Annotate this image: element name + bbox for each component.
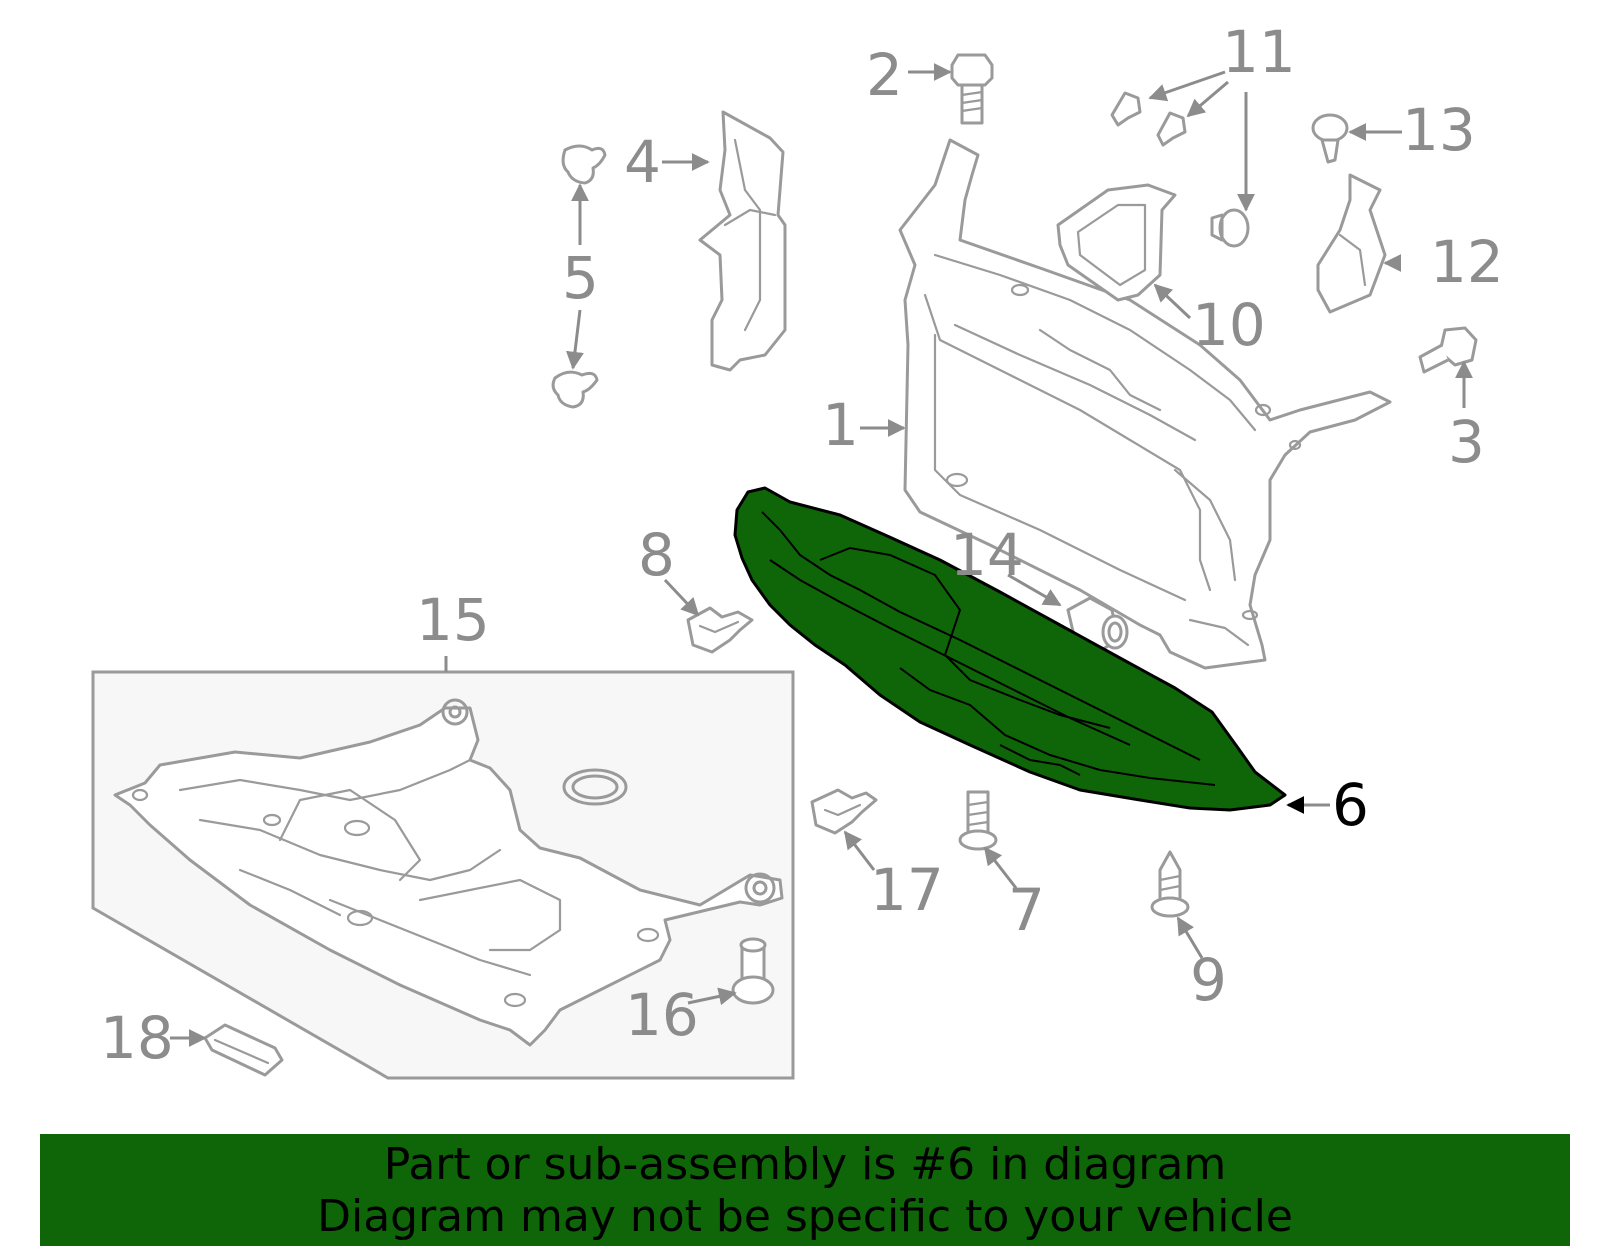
callout-18: 18	[100, 1004, 174, 1072]
part-18-clip	[203, 1023, 284, 1077]
part-7-bolt	[958, 790, 998, 851]
part-16-bolt	[731, 937, 775, 1005]
callout-7: 7	[1008, 876, 1045, 944]
callout-8: 8	[638, 521, 675, 589]
callout-11: 11	[1222, 18, 1296, 86]
part-11-clips	[1110, 91, 1250, 248]
leader-lines	[170, 63, 1473, 1047]
part-10-bracket	[1056, 183, 1177, 302]
part-9-screw	[1150, 850, 1190, 918]
callout-3: 3	[1448, 408, 1485, 476]
callout-6: 6	[1332, 771, 1369, 839]
part-2-bolt	[950, 53, 994, 125]
part-13-clip	[1311, 113, 1349, 164]
callout-1: 1	[822, 391, 859, 459]
callout-14: 14	[950, 521, 1024, 589]
part-15-group	[91, 656, 795, 1080]
callout-10: 10	[1192, 291, 1266, 359]
banner-line-2: Diagram may not be specific to your vehi…	[317, 1191, 1293, 1242]
part-3-bolt	[1418, 326, 1478, 374]
callout-12: 12	[1430, 228, 1504, 296]
callout-13: 13	[1402, 96, 1476, 164]
callout-17: 17	[870, 856, 944, 924]
part-12-bracket	[1316, 173, 1387, 314]
part-8-nut	[686, 606, 754, 654]
callouts: 1 2 3 4 5 6 7 8 9 10 11 12 13 14 15 16 1…	[100, 18, 1504, 1072]
part-15-grommet	[562, 768, 628, 806]
callout-9: 9	[1190, 946, 1227, 1014]
callout-16: 16	[625, 981, 699, 1049]
part-6-shape	[733, 486, 1287, 812]
part-4-bracket	[698, 110, 787, 372]
callout-4: 4	[624, 128, 661, 196]
part-6-air-deflector	[733, 486, 1287, 812]
part-5-clips	[551, 144, 607, 409]
callout-15: 15	[416, 586, 490, 654]
callout-5: 5	[562, 244, 599, 312]
part-1-radiator-support	[898, 138, 1392, 670]
callout-2: 2	[866, 41, 903, 109]
part-17-nut	[810, 788, 878, 835]
info-banner: Part or sub-assembly is #6 in diagram Di…	[40, 1134, 1570, 1246]
banner-line-1: Part or sub-assembly is #6 in diagram	[383, 1139, 1227, 1190]
